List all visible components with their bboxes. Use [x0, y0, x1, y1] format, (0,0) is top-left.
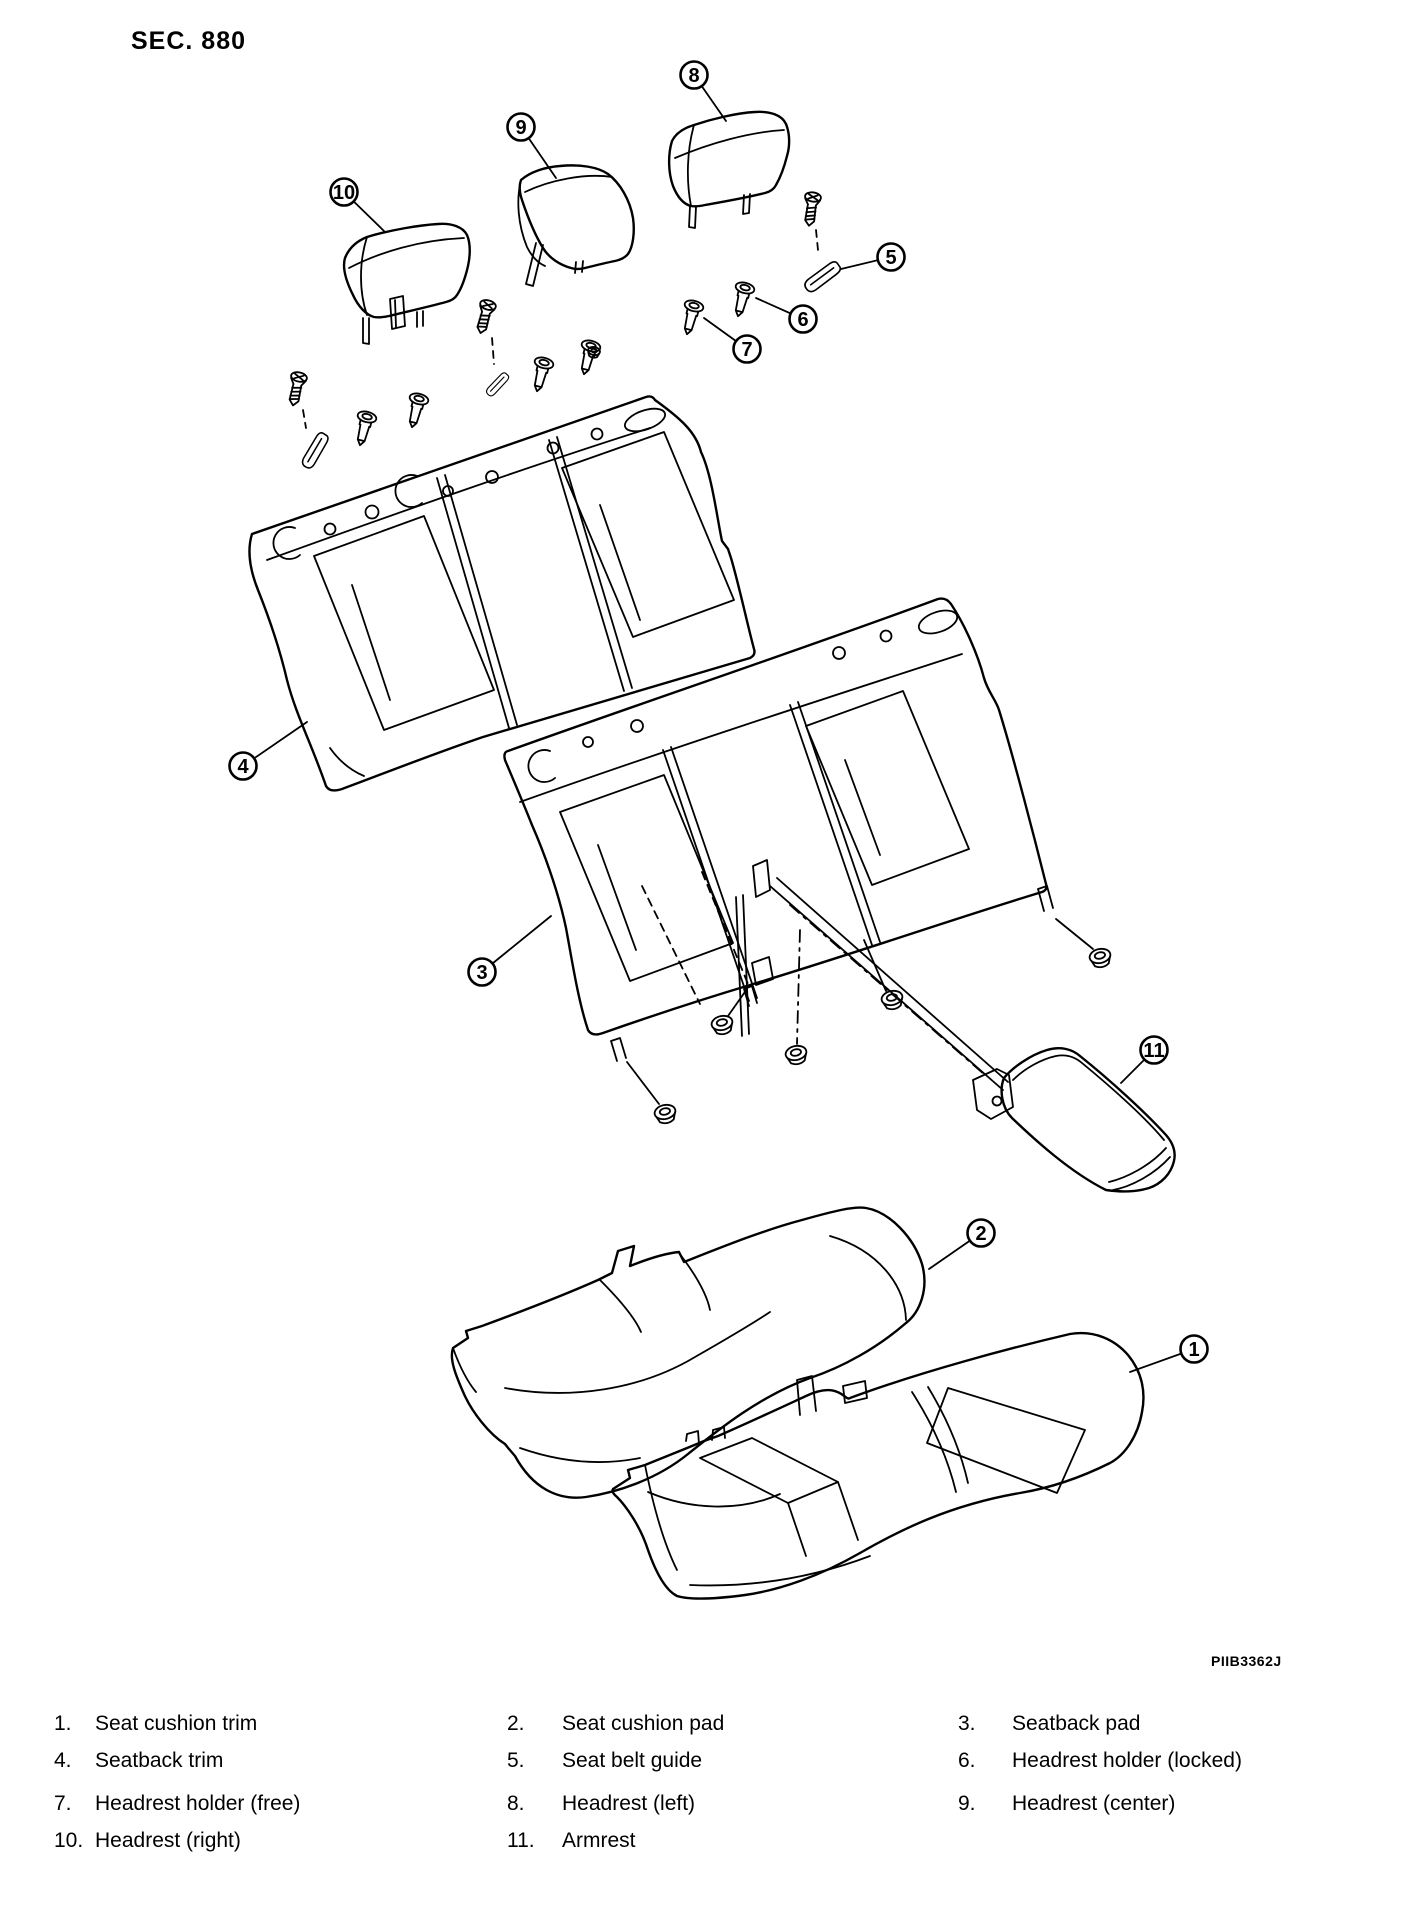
guide-clip-left: [293, 429, 337, 472]
nut-3: [783, 1043, 810, 1068]
seat-belt-guide: [799, 259, 846, 294]
guide-clip-mid: [481, 370, 514, 398]
svg-text:5: 5: [885, 247, 896, 269]
nut-5: [1087, 946, 1114, 971]
callout-11: 11: [1120, 1035, 1169, 1084]
seat-belt-guide-screw: [800, 190, 823, 251]
svg-text:6: 6: [797, 309, 808, 331]
seatback-trim: [248, 395, 756, 792]
callout-10: 10: [329, 177, 385, 232]
seat-cushion-trim: [611, 1331, 1145, 1600]
headrest-sleeve: [389, 295, 406, 330]
callout-7: 7: [703, 317, 762, 364]
svg-text:11: 11: [1143, 1040, 1164, 1062]
callout-9: 9: [506, 112, 557, 179]
headrest-holder-locked: [727, 279, 757, 320]
figure-code: PIIB3362J: [1211, 1653, 1282, 1669]
nut-1: [652, 1102, 679, 1127]
seat-cushion-pad: [450, 1206, 926, 1499]
nut-2: [709, 1013, 736, 1038]
callout-2: 2: [928, 1218, 996, 1270]
headrest-left: [667, 110, 791, 229]
svg-text:9: 9: [515, 117, 526, 139]
pin-1: [349, 408, 379, 449]
headrest-center: [517, 164, 635, 287]
svg-text:1: 1: [1188, 1339, 1199, 1361]
screw-left: [284, 369, 309, 429]
screw-mid: [471, 297, 498, 365]
hidden-flap: [641, 871, 774, 1037]
seatback-pad: [503, 597, 1054, 1062]
callout-6: 6: [755, 297, 818, 334]
headrest-holder-free: [676, 297, 706, 338]
svg-text:7: 7: [741, 339, 752, 361]
callout-8: 8: [679, 60, 727, 122]
callout-5: 5: [840, 242, 906, 272]
callout-4: 4: [228, 721, 308, 781]
svg-text:3: 3: [476, 962, 487, 984]
callout-3: 3: [467, 915, 552, 987]
svg-text:4: 4: [237, 756, 249, 778]
svg-text:10: 10: [333, 182, 355, 204]
svg-text:2: 2: [975, 1223, 986, 1245]
pin-3: [526, 354, 556, 395]
headrest-right: [342, 222, 471, 345]
svg-text:8: 8: [688, 65, 699, 87]
leader-lines-nuts: [626, 918, 1094, 1105]
armrest-rail: [752, 859, 1014, 1120]
callout-1: 1: [1129, 1334, 1209, 1373]
section-label: SEC. 880: [131, 27, 247, 55]
pin-2: [401, 390, 431, 431]
armrest: [1000, 1047, 1176, 1193]
